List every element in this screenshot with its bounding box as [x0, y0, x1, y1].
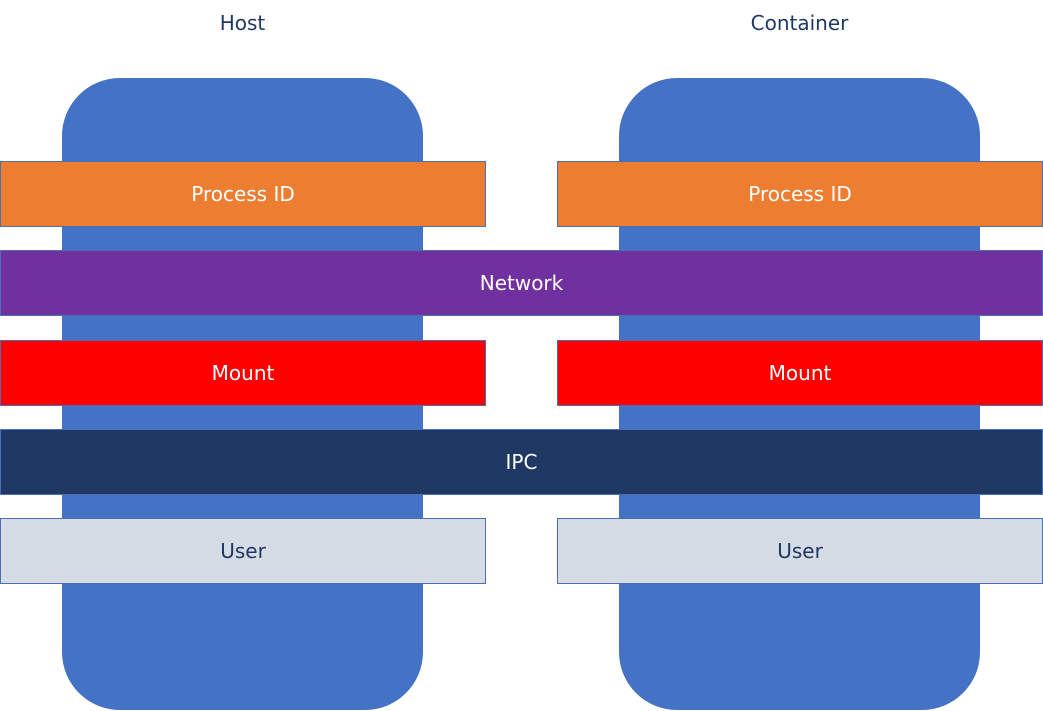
host-user-label: User	[220, 539, 266, 563]
container-mount-namespace: Mount	[557, 340, 1043, 406]
container-mount-label: Mount	[768, 361, 832, 385]
container-process-id-label: Process ID	[748, 182, 852, 206]
host-mount-label: Mount	[211, 361, 275, 385]
host-user-namespace: User	[0, 518, 486, 584]
container-process-id-namespace: Process ID	[557, 161, 1043, 227]
host-mount-namespace: Mount	[0, 340, 486, 406]
host-process-id-namespace: Process ID	[0, 161, 486, 227]
shared-network-namespace: Network	[0, 250, 1043, 316]
container-user-namespace: User	[557, 518, 1043, 584]
host-process-id-label: Process ID	[191, 182, 295, 206]
ipc-label: IPC	[505, 450, 538, 474]
shared-ipc-namespace: IPC	[0, 429, 1043, 495]
container-user-label: User	[777, 539, 823, 563]
host-column-title: Host	[219, 11, 266, 35]
container-column-title: Container	[750, 11, 849, 35]
network-label: Network	[479, 271, 564, 295]
